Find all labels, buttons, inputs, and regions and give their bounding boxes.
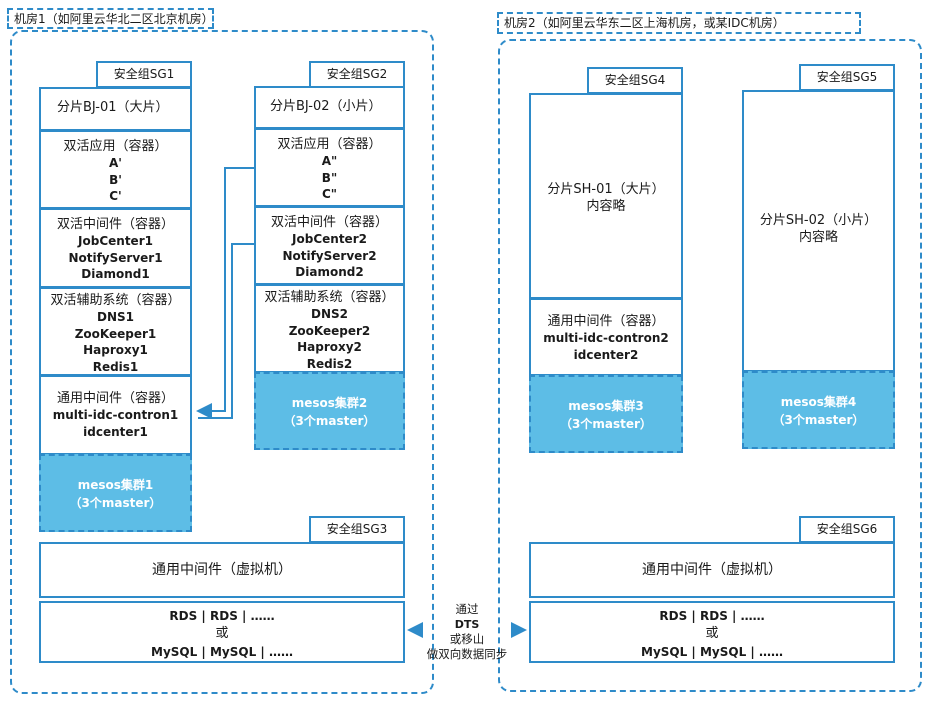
shard-bj-01-label: 分片BJ-01（大片） (57, 100, 169, 115)
sg6-database: RDS | RDS | …… 或 MySQL | MySQL | …… (529, 601, 895, 663)
sg3-vm-middleware: 通用中间件（虚拟机） (39, 542, 405, 598)
sg2-aux-systems: 双活辅助系统（容器） DNS2 ZooKeeper2 Haproxy2 Redi… (254, 284, 405, 373)
aux-item: ZooKeeper2 (288, 323, 371, 338)
middleware-item: Diamond1 (81, 267, 150, 281)
app-item: B' (109, 172, 122, 187)
mesos-cluster-3-masters: （3个master） (560, 417, 652, 431)
sg6-vm-middleware-label: 通用中间件（虚拟机） (642, 562, 782, 578)
db-line: RDS | RDS | …… (659, 609, 765, 623)
common-item: idcenter2 (573, 347, 639, 362)
sg2-active-middleware-title: 双活中间件（容器） (270, 215, 388, 230)
app-item: A" (321, 154, 338, 168)
shard-sh-01-label: 分片SH-01（大片） (547, 182, 665, 197)
mesos-cluster-2: mesos集群2 （3个master） (254, 372, 405, 450)
common-item: idcenter1 (83, 424, 148, 439)
sg1-active-middleware-title: 双活中间件（容器） (56, 217, 174, 232)
db-or: 或 (705, 626, 719, 641)
middleware-item: NotifyServer2 (282, 248, 377, 263)
mesos-cluster-1-masters: （3个master） (69, 496, 162, 510)
db-or: 或 (215, 626, 229, 641)
mesos-cluster-2-name: mesos集群2 (291, 396, 368, 410)
sg3-database: RDS | RDS | …… 或 MySQL | MySQL | …… (39, 601, 405, 663)
mesos-cluster-4-name: mesos集群4 (780, 395, 857, 409)
connector-line-inner (198, 243, 254, 419)
sg1-active-middleware: 双活中间件（容器） JobCenter1 NotifyServer1 Diamo… (39, 208, 192, 288)
sg1-aux-systems: 双活辅助系统（容器） DNS1 ZooKeeper1 Haproxy1 Redi… (39, 287, 192, 376)
sg1-common-middleware-title: 通用中间件（容器） (56, 391, 174, 406)
app-item: C" (321, 187, 338, 201)
aux-item: Redis2 (306, 356, 353, 371)
mesos-cluster-1: mesos集群1 （3个master） (39, 454, 192, 532)
aux-item: Haproxy1 (83, 343, 148, 357)
sg2-active-apps-title: 双活应用（容器） (277, 137, 382, 152)
sg2-active-middleware: 双活中间件（容器） JobCenter2 NotifyServer2 Diamo… (254, 206, 405, 285)
aux-item: Redis1 (92, 359, 139, 374)
sg4-common-middleware-title: 通用中间件（容器） (547, 314, 665, 329)
datacenter-2-title: 机房2（如阿里云华东二区上海机房，或某IDC机房） (497, 12, 861, 34)
app-item: C' (109, 189, 122, 203)
sync-note-line: 通过 (455, 602, 479, 616)
mesos-cluster-4: mesos集群4 （3个master） (742, 371, 895, 449)
mesos-cluster-1-name: mesos集群1 (77, 478, 154, 492)
sync-note-line: 做双向数据同步 (426, 647, 508, 661)
sg3-vm-middleware-label: 通用中间件（虚拟机） (152, 562, 292, 578)
aux-item: Haproxy2 (297, 340, 362, 354)
shard-sh-02-note: 内容略 (798, 230, 838, 245)
security-group-sg5-label: 安全组SG5 (799, 64, 895, 91)
datacenter-1-title: 机房1（如阿里云华北二区北京机房） (7, 8, 214, 29)
aux-item: ZooKeeper1 (74, 326, 157, 341)
connector-line-outer (196, 167, 254, 419)
shard-bj-01: 分片BJ-01（大片） (39, 87, 192, 131)
sg2-active-apps: 双活应用（容器） A" B" C" (254, 128, 405, 207)
shard-bj-02-label: 分片BJ-02（小片） (270, 99, 382, 114)
shard-sh-02-label: 分片SH-02（小片） (759, 213, 878, 228)
app-item: B" (321, 170, 338, 185)
sync-note-line: 或移山 (449, 632, 485, 646)
sync-note-line: DTS (454, 618, 480, 631)
datacenter-1-region (10, 30, 434, 694)
security-group-sg4-label: 安全组SG4 (587, 67, 683, 94)
mesos-cluster-4-masters: （3个master） (772, 413, 865, 427)
shard-sh-01-note: 内容略 (586, 199, 626, 214)
db-line: RDS | RDS | …… (169, 609, 275, 623)
sg2-aux-systems-title: 双活辅助系统（容器） (264, 290, 395, 305)
sg1-common-middleware: 通用中间件（容器） multi-idc-contron1 idcenter1 (39, 375, 192, 455)
sg1-active-apps-title: 双活应用（容器） (63, 139, 168, 154)
aux-item: DNS1 (97, 310, 134, 324)
common-item: multi-idc-contron1 (52, 408, 179, 422)
mesos-cluster-2-masters: （3个master） (283, 414, 376, 428)
shard-sh-02: 分片SH-02（小片） 内容略 (742, 90, 895, 372)
security-group-sg6-label: 安全组SG6 (799, 516, 895, 543)
middleware-item: JobCenter2 (292, 232, 367, 246)
middleware-item: Diamond2 (295, 265, 364, 279)
middleware-item: JobCenter1 (78, 234, 153, 248)
aux-item: DNS2 (311, 307, 348, 321)
app-item: A' (109, 156, 122, 170)
shard-bj-02: 分片BJ-02（小片） (254, 86, 405, 129)
mesos-cluster-3: mesos集群3 （3个master） (529, 375, 683, 453)
db-line: MySQL | MySQL | …… (641, 645, 783, 659)
sg1-aux-systems-title: 双活辅助系统（容器） (50, 293, 181, 308)
middleware-item: NotifyServer1 (68, 250, 163, 265)
common-item: multi-idc-contron2 (543, 331, 669, 345)
db-line: MySQL | MySQL | …… (151, 645, 293, 659)
sg6-vm-middleware: 通用中间件（虚拟机） (529, 542, 895, 598)
security-group-sg2-label: 安全组SG2 (309, 61, 405, 88)
sync-note: 通过 DTS 或移山 做双向数据同步 (414, 602, 520, 662)
datacenter-2-region (498, 39, 922, 692)
mesos-cluster-3-name: mesos集群3 (568, 399, 644, 413)
